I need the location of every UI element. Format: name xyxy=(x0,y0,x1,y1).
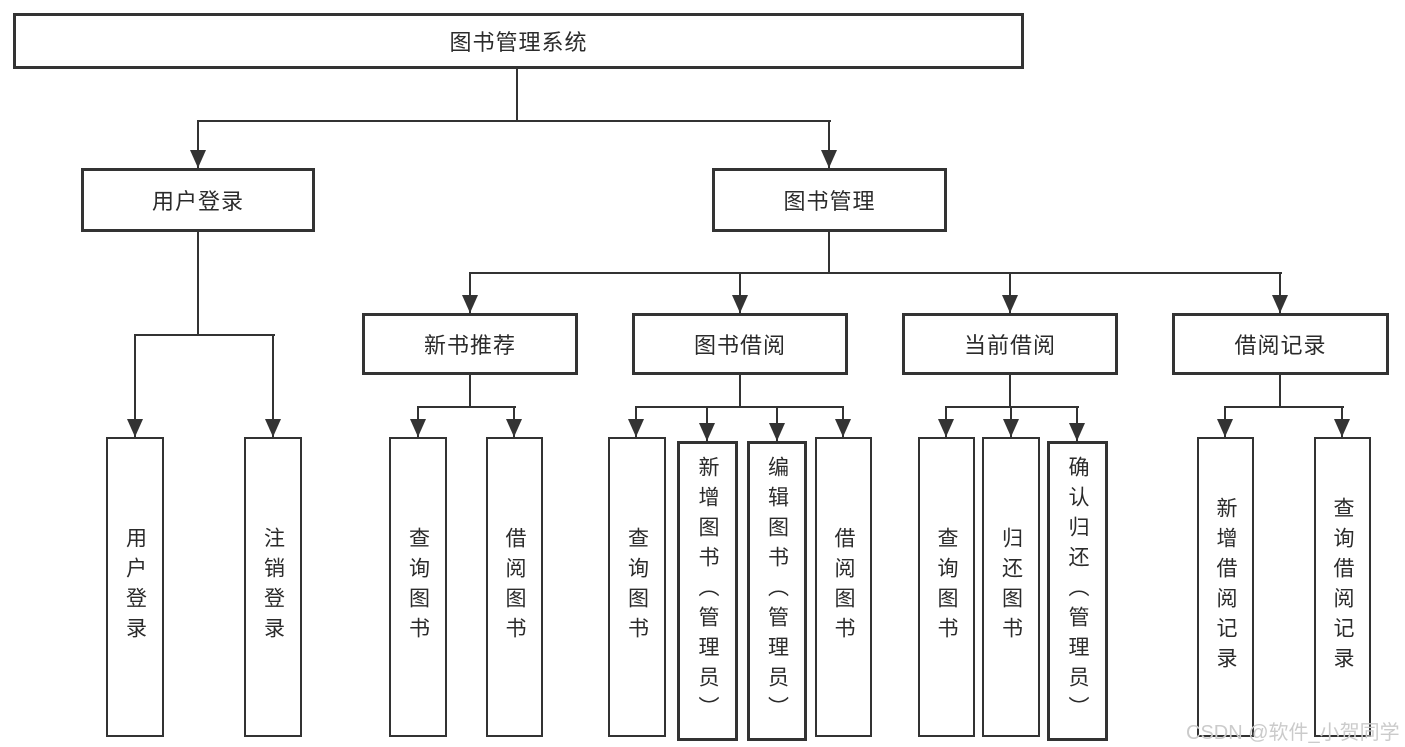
node-label: 新书推荐 xyxy=(423,333,516,358)
leaf-return-book: 归还图书 xyxy=(982,437,1040,737)
leaf-query-book: 查询图书 xyxy=(918,437,975,737)
leaf-add-book-admin: 新增图书（管理员） xyxy=(677,441,738,741)
arrow-down-icon xyxy=(1069,406,1085,441)
arrow-down-icon xyxy=(938,406,954,437)
arrow-down-icon xyxy=(127,334,143,437)
arrow-down-icon xyxy=(1217,406,1233,437)
connector-line xyxy=(945,406,1079,408)
leaf-label: 借阅图书 xyxy=(503,527,527,647)
leaf-label: 确认归还（管理员） xyxy=(1066,456,1090,726)
connector-line xyxy=(134,334,275,336)
leaf-label: 新增图书（管理员） xyxy=(696,456,720,726)
arrow-down-icon xyxy=(506,406,522,437)
connector-line xyxy=(516,68,518,122)
leaf-query-borrow-record: 查询借阅记录 xyxy=(1314,437,1371,737)
connector-line xyxy=(739,375,741,408)
leaf-logout: 注销登录 xyxy=(244,437,302,737)
arrow-down-icon xyxy=(265,334,281,437)
connector-line xyxy=(828,232,830,274)
leaf-borrow-book: 借阅图书 xyxy=(486,437,543,737)
leaf-label: 查询图书 xyxy=(406,527,430,647)
node-label: 借阅记录 xyxy=(1234,333,1327,358)
arrow-down-icon xyxy=(1002,272,1018,313)
leaf-query-book: 查询图书 xyxy=(608,437,666,737)
watermark: CSDN @软件_小贺同学 xyxy=(1186,722,1400,744)
arrow-down-icon xyxy=(821,120,837,168)
connector-line xyxy=(1224,406,1344,408)
connector-line xyxy=(1279,375,1281,408)
arrow-down-icon xyxy=(190,120,206,168)
arrow-down-icon xyxy=(835,406,851,437)
leaf-label: 查询图书 xyxy=(625,527,649,647)
leaf-label: 查询图书 xyxy=(935,527,959,647)
node-library-management-system: 图书管理系统 xyxy=(13,13,1024,69)
leaf-label: 用户登录 xyxy=(123,527,147,647)
leaf-user-login: 用户登录 xyxy=(106,437,164,737)
connector-line xyxy=(417,406,516,408)
connector-line xyxy=(469,375,471,408)
connector-line xyxy=(1009,375,1011,408)
leaf-label: 借阅图书 xyxy=(832,527,856,647)
node-label: 用户登录 xyxy=(151,189,244,214)
arrow-down-icon xyxy=(1003,406,1019,437)
leaf-label: 新增借阅记录 xyxy=(1214,497,1238,677)
connector-line xyxy=(469,272,1282,274)
arrow-down-icon xyxy=(732,272,748,313)
leaf-label: 查询借阅记录 xyxy=(1331,497,1355,677)
leaf-label: 注销登录 xyxy=(261,527,285,647)
node-label: 图书管理系统 xyxy=(449,30,588,55)
arrow-down-icon xyxy=(1334,406,1350,437)
connector-line xyxy=(197,232,199,336)
leaf-label: 编辑图书（管理员） xyxy=(765,456,789,726)
leaf-add-borrow-record: 新增借阅记录 xyxy=(1197,437,1254,737)
node-current-borrow: 当前借阅 xyxy=(902,313,1118,375)
connector-line xyxy=(635,406,843,408)
node-new-book-recommend: 新书推荐 xyxy=(362,313,578,375)
arrow-down-icon xyxy=(628,406,644,437)
node-borrow-record: 借阅记录 xyxy=(1172,313,1389,375)
node-label: 图书借阅 xyxy=(693,333,786,358)
arrow-down-icon xyxy=(769,406,785,441)
leaf-edit-book-admin: 编辑图书（管理员） xyxy=(747,441,807,741)
node-book-management: 图书管理 xyxy=(712,168,947,232)
leaf-query-book: 查询图书 xyxy=(389,437,447,737)
arrow-down-icon xyxy=(699,406,715,441)
arrow-down-icon xyxy=(410,406,426,437)
node-label: 图书管理 xyxy=(783,189,876,214)
leaf-confirm-return-admin: 确认归还（管理员） xyxy=(1047,441,1108,741)
leaf-label: 归还图书 xyxy=(999,527,1023,647)
connector-line xyxy=(197,120,831,122)
arrow-down-icon xyxy=(1272,272,1288,313)
node-book-borrow: 图书借阅 xyxy=(632,313,848,375)
node-user-login: 用户登录 xyxy=(81,168,315,232)
arrow-down-icon xyxy=(462,272,478,313)
node-label: 当前借阅 xyxy=(963,333,1056,358)
leaf-borrow-book: 借阅图书 xyxy=(815,437,872,737)
